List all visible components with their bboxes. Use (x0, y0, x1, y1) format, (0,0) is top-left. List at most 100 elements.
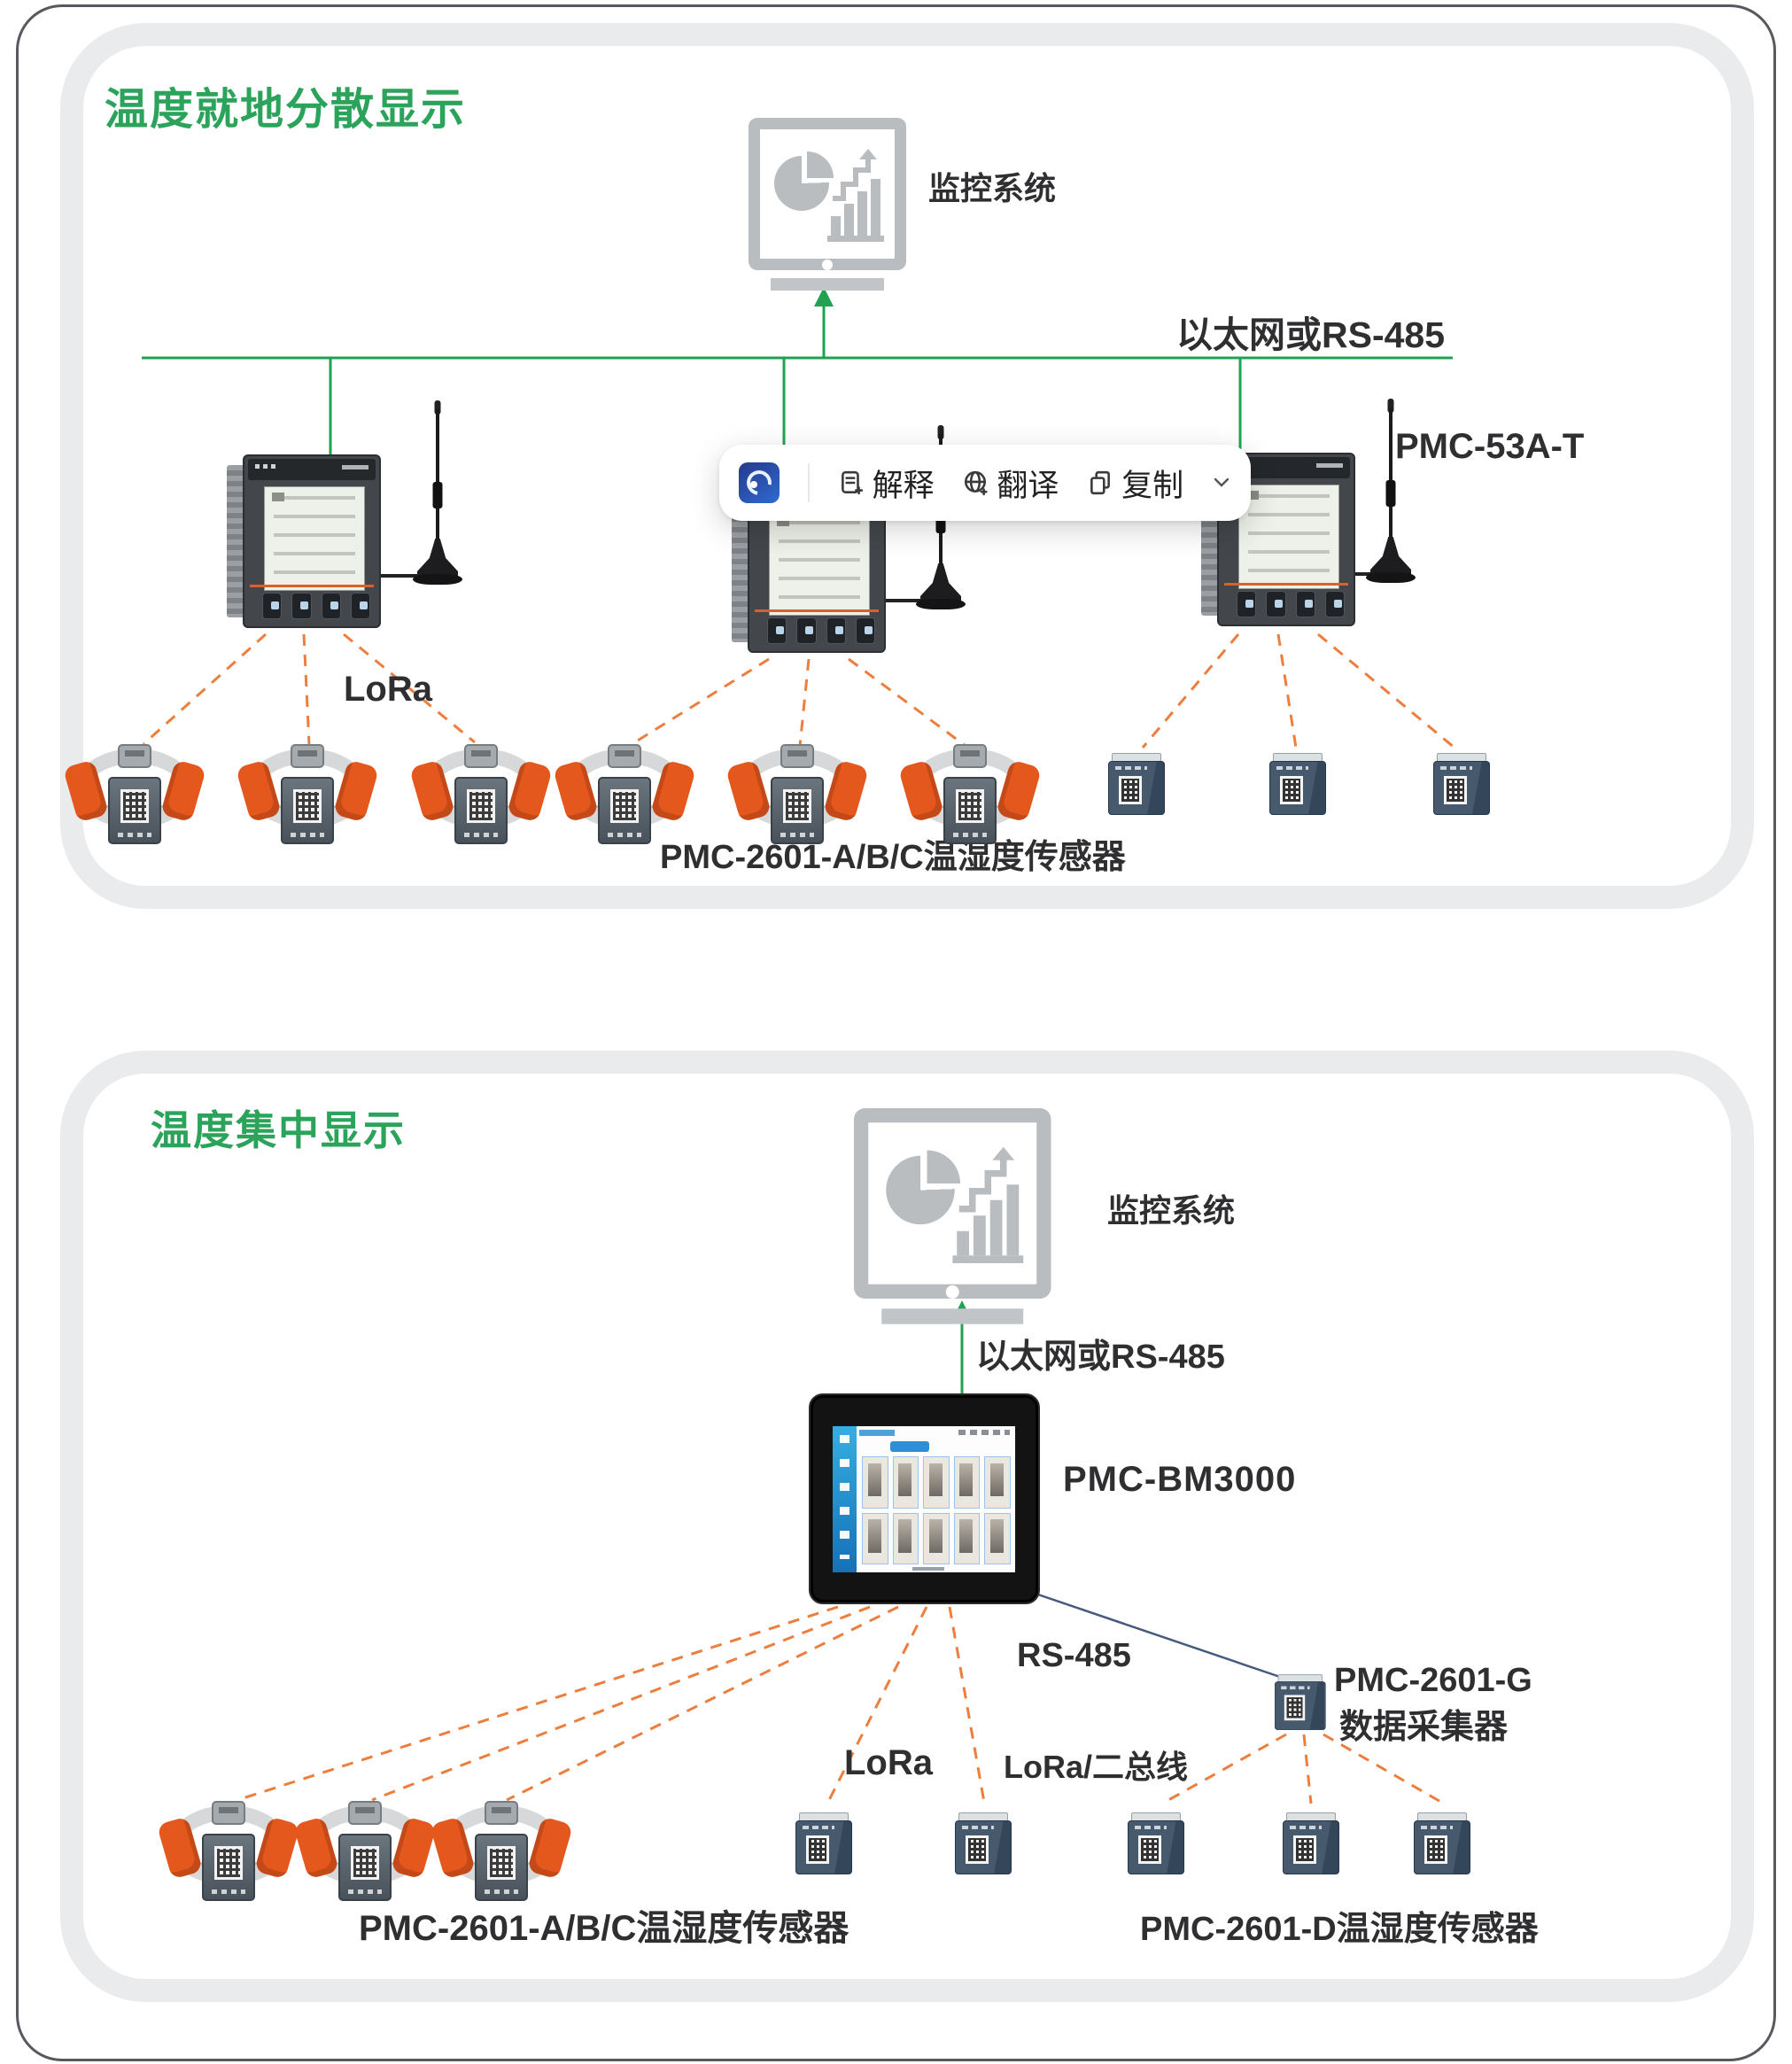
tablet-grid-cell (862, 1456, 888, 1509)
monitoring-system-label-bottom: 监控系统 (1107, 1192, 1236, 1229)
cube-body (1269, 761, 1326, 815)
cube-temperature-sensor (955, 1812, 1012, 1874)
bar-chart-icon (952, 1146, 1024, 1263)
sensor-buckle (780, 744, 814, 768)
chevron-down-icon[interactable] (1212, 477, 1231, 489)
section-title-centralized: 温度集中显示 (151, 1107, 406, 1153)
tablet-titlebar-icons (958, 1430, 1010, 1435)
clamp-temperature-sensor (235, 744, 380, 846)
meter-buttons (262, 593, 370, 619)
tablet-grid-cell (892, 1456, 919, 1509)
meter-body (1217, 453, 1355, 626)
sensor-display-unit (338, 1834, 392, 1901)
sensor-display-unit (475, 1834, 528, 1901)
meter-buttons (1237, 591, 1345, 617)
clamp-temperature-sensor (725, 744, 870, 846)
monitor-chart-icon (749, 118, 906, 291)
sensor-display-unit (598, 777, 651, 844)
tablet-grid-cell (892, 1512, 919, 1564)
tablet-grid-cell (923, 1456, 950, 1509)
translate-button[interactable]: 翻译 (962, 461, 1059, 506)
bar-chart-icon (827, 149, 884, 242)
pmc-2601-g-collector (1275, 1674, 1326, 1730)
tablet-grid-cell (984, 1512, 1011, 1564)
meter-heatsink (227, 465, 246, 617)
copy-button[interactable]: 复制 (1087, 461, 1183, 506)
meter-heatsink (732, 490, 751, 642)
monitor-stand (881, 1308, 1024, 1324)
cube-body (1433, 761, 1490, 815)
meter-lcd-screen (264, 486, 365, 591)
sensor-display-unit (943, 777, 997, 844)
sensor-buckle (348, 1801, 382, 1825)
tablet-grid-cell (953, 1456, 981, 1509)
sensor-buckle (485, 1801, 518, 1825)
meter-brand-strip (248, 459, 376, 480)
cube-body (1128, 1820, 1184, 1874)
clamp-temperature-sensor (62, 744, 207, 846)
monitoring-system-label-top: 监控系统 (928, 170, 1057, 206)
sensor-buckle (608, 744, 641, 768)
cube-body (1108, 761, 1165, 815)
pie-chart-icon (886, 1150, 960, 1225)
pmc-bm3000-label: PMC-BM3000 (1063, 1460, 1297, 1499)
pmc-53a-t-meter (1201, 453, 1355, 626)
data-collector-label: 数据采集器 (1339, 1709, 1509, 1746)
sensors-d-label-bottom: PMC-2601-D温湿度传感器 (1140, 1911, 1539, 1948)
tablet-device-grid (862, 1456, 1011, 1564)
sensor-display-unit (108, 777, 161, 844)
tablet-grid-cell (984, 1456, 1011, 1509)
translate-label: 翻译 (997, 468, 1059, 503)
tablet-grid-cell (862, 1512, 888, 1564)
monitor-power-dot (822, 260, 833, 270)
cube-temperature-sensor (795, 1812, 852, 1874)
sensor-buckle (953, 744, 987, 768)
lora-label-bottom: LoRa (844, 1743, 933, 1782)
sensor-display-unit (281, 777, 334, 844)
copy-icon (1090, 470, 1111, 495)
sensor-buckle (212, 1801, 245, 1825)
sensor-buckle (118, 744, 151, 768)
meter-buttons (767, 617, 875, 644)
sensors-abc-label-bottom: PMC-2601-A/B/C温湿度传感器 (359, 1909, 849, 1948)
monitor-frame (749, 118, 906, 270)
copy-label: 复制 (1121, 468, 1184, 503)
cube-body (795, 1820, 852, 1874)
cube-temperature-sensor (1433, 753, 1490, 815)
lora-antenna (413, 400, 462, 588)
cube-body (1275, 1681, 1326, 1730)
pmc-bm3000-touchscreen (809, 1393, 1040, 1604)
monitor-frame (854, 1108, 1051, 1299)
rs485-label: RS-485 (1017, 1637, 1131, 1674)
tablet-sidebar (833, 1426, 857, 1572)
tablet-tab-button (890, 1441, 929, 1452)
translate-popup-toolbar[interactable]: 解释 翻译 复制 (719, 445, 1251, 521)
clamp-temperature-sensor (552, 744, 697, 846)
clamp-temperature-sensor (408, 744, 554, 846)
sensor-buckle (291, 744, 324, 768)
popup-divider (807, 463, 810, 502)
meter-accent-line (1224, 583, 1348, 586)
tablet-grid-cell (923, 1512, 950, 1564)
monitor-power-dot (945, 1285, 959, 1299)
explain-button[interactable]: 解释 (838, 461, 935, 506)
ethernet-rs485-label-top: 以太网或RS-485 (1176, 314, 1446, 355)
clamp-temperature-sensor (292, 1801, 438, 1903)
pmc-53a-t-label: PMC-53A-T (1395, 427, 1585, 466)
meter-lcd-screen (769, 511, 870, 616)
ethernet-rs485-label-bottom: 以太网或RS-485 (976, 1338, 1225, 1376)
lora-label-top: LoRa (344, 670, 432, 709)
cube-body (955, 1820, 1012, 1874)
cube-body (1414, 1820, 1470, 1874)
translator-app-icon[interactable] (739, 462, 780, 503)
pmc-53a-t-meter (227, 454, 381, 628)
meter-lcd-screen (1238, 485, 1339, 589)
tablet-footer-text (912, 1567, 944, 1571)
clamp-temperature-sensor (897, 744, 1043, 846)
monitor-chart-icon (854, 1108, 1051, 1324)
meter-accent-line (755, 609, 879, 612)
cube-temperature-sensor (1128, 1812, 1184, 1874)
sensor-display-unit (771, 777, 824, 844)
cube-temperature-sensor (1269, 753, 1326, 815)
